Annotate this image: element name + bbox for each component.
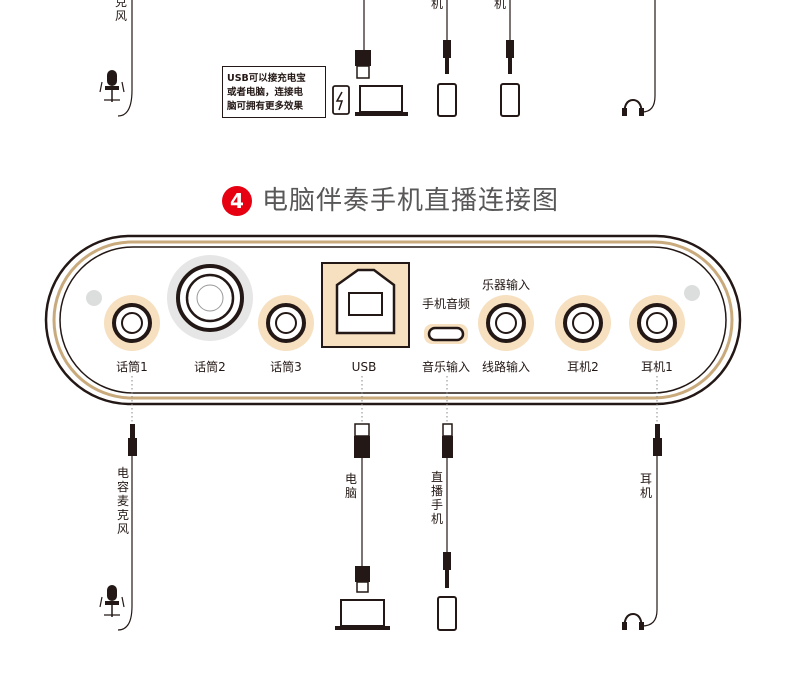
label-instrument-input: 乐器输入 bbox=[481, 278, 530, 292]
phone-icon bbox=[437, 596, 457, 631]
port-mic3 bbox=[258, 295, 314, 351]
earphone-label: 耳 机 bbox=[639, 472, 652, 500]
powerbank-icon bbox=[332, 85, 350, 115]
label-phone-audio: 手机音频 bbox=[421, 297, 470, 311]
live-phone-label: 直 播 手 机 bbox=[430, 470, 443, 526]
screw-right bbox=[684, 285, 700, 301]
port-label-headphone2: 耳机2 bbox=[567, 360, 599, 374]
top-mic-icon bbox=[99, 70, 125, 102]
port-label-mic3: 话筒3 bbox=[270, 360, 302, 374]
port-micro-usb bbox=[424, 324, 468, 344]
top-laptop-icon bbox=[355, 85, 408, 116]
port-label-music-input: 音乐输入 bbox=[421, 360, 470, 374]
usb-note-line-3: 脑可拥有更多效果 bbox=[227, 101, 304, 112]
condenser-mic-icon bbox=[99, 585, 125, 617]
port-usb-b bbox=[321, 262, 410, 348]
headphones-icon bbox=[622, 612, 644, 631]
condenser-mic-label: 电 容 麦 克 风 bbox=[116, 466, 129, 536]
top-mic-cable bbox=[117, 0, 133, 117]
top-mic-label: 克 风 bbox=[114, 0, 127, 23]
top-phone-cable-1 bbox=[437, 0, 457, 117]
usb-cable bbox=[354, 423, 370, 593]
top-cable-label-2: 机 bbox=[493, 0, 506, 11]
title-text: 电脑伴奏手机直播连接图 bbox=[262, 186, 560, 216]
top-usb-cable bbox=[355, 0, 371, 79]
port-headphone2 bbox=[555, 295, 611, 351]
port-label-usb: USB bbox=[351, 360, 377, 374]
mic-cable bbox=[117, 424, 137, 631]
usb-note-line-2: 或者电脑，连接电 bbox=[227, 87, 304, 98]
phone-cable bbox=[442, 423, 453, 588]
top-phone-cable-2 bbox=[500, 0, 520, 117]
usb-power-note: USB可以接充电宝 或者电脑，连接电 脑可拥有更多效果 bbox=[222, 66, 326, 118]
port-mic2-xlr bbox=[167, 255, 253, 341]
port-headphone1 bbox=[629, 295, 685, 351]
port-label-headphone1: 耳机1 bbox=[641, 360, 673, 374]
computer-label: 电 脑 bbox=[344, 472, 357, 500]
top-cable-label-1: 机 bbox=[430, 0, 443, 11]
top-headphones-icon bbox=[622, 98, 644, 117]
screw-left bbox=[86, 290, 102, 306]
port-label-line-input: 线路输入 bbox=[481, 360, 530, 374]
usb-note-line-1: USB可以接充电宝 bbox=[227, 73, 306, 84]
earphone-cable bbox=[641, 424, 662, 627]
top-earphone-cable bbox=[641, 0, 656, 113]
laptop-icon bbox=[335, 599, 390, 630]
step-number-badge: 4 bbox=[222, 186, 252, 216]
port-label-mic1: 话筒1 bbox=[116, 360, 148, 374]
port-line-in bbox=[478, 295, 534, 351]
port-label-mic2: 话筒2 bbox=[194, 360, 226, 374]
port-mic1 bbox=[104, 295, 160, 351]
